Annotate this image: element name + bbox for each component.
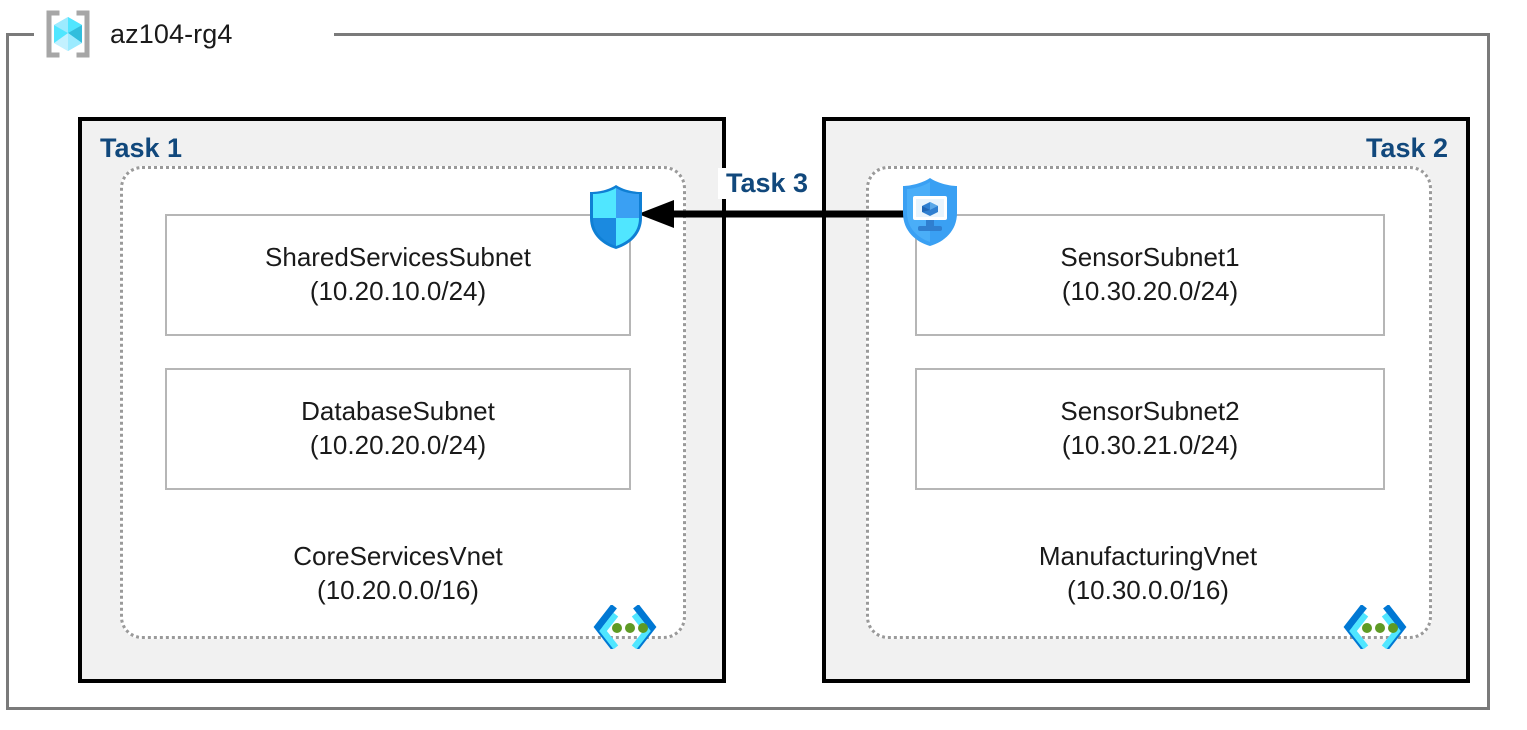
task-2-label: Task 2 <box>1365 133 1448 163</box>
vnet-name: ManufacturingVnet <box>1038 541 1258 571</box>
resource-group-name: az104-rg4 <box>110 18 233 49</box>
vnet-name: CoreServicesVnet <box>293 541 503 571</box>
task-1-label: Task 1 <box>100 133 183 163</box>
subnet-cidr: (10.20.20.0/24) <box>309 430 487 460</box>
firewall-shield-icon <box>585 182 647 252</box>
virtual-network-icon <box>592 604 658 650</box>
coreservicesvnet-caption: CoreServicesVnet (10.20.0.0/16) <box>165 540 631 608</box>
resource-group-frame <box>6 33 1490 710</box>
subnet-sensorsubnet2: SensorSubnet2 (10.30.21.0/24) <box>915 368 1385 490</box>
virtual-network-icon <box>1342 604 1408 650</box>
task-3-label: Task 3 <box>718 168 817 199</box>
subnet-name: SensorSubnet1 <box>1060 242 1240 273</box>
resource-group-cube-icon <box>40 6 96 62</box>
vnet-cidr: (10.20.0.0/16) <box>317 574 479 605</box>
subnet-cidr: (10.30.21.0/24) <box>1061 430 1239 460</box>
subnet-name: SensorSubnet2 <box>1060 396 1240 427</box>
defender-shield-monitor-icon <box>898 175 962 249</box>
subnet-sensorsubnet1: SensorSubnet1 (10.30.20.0/24) <box>915 214 1385 336</box>
manufacturingvnet-caption: ManufacturingVnet (10.30.0.0/16) <box>915 540 1381 608</box>
subnet-name: DatabaseSubnet <box>301 396 495 427</box>
vnet-cidr: (10.30.0.0/16) <box>1067 574 1229 605</box>
subnet-cidr: (10.20.10.0/24) <box>309 276 487 306</box>
subnet-databasesubnet: DatabaseSubnet (10.20.20.0/24) <box>165 368 631 490</box>
resource-group-header: az104-rg4 <box>40 4 232 64</box>
peering-arrow <box>630 196 920 232</box>
subnet-cidr: (10.30.20.0/24) <box>1061 276 1239 306</box>
subnet-name: SharedServicesSubnet <box>265 242 531 273</box>
resource-group-label-gap <box>34 20 334 48</box>
subnet-sharedservicessubnet: SharedServicesSubnet (10.20.10.0/24) <box>165 214 631 336</box>
